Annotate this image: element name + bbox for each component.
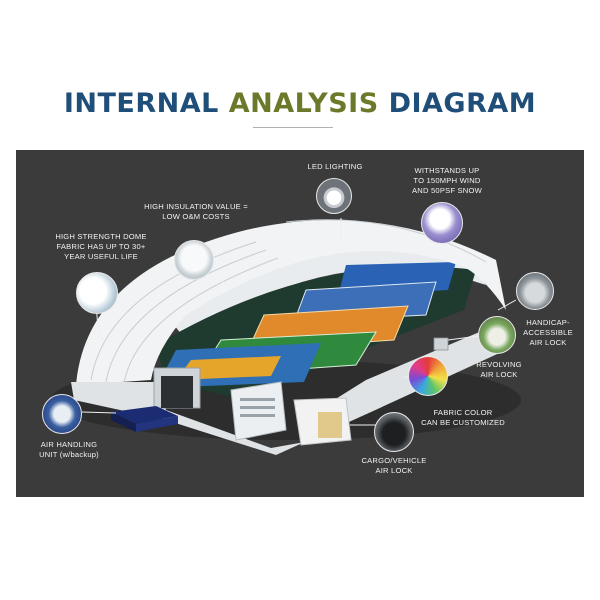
led-light-icon [316, 178, 352, 214]
snow-load-icon [421, 202, 463, 244]
cargo-door [318, 412, 342, 438]
handicap-airlock-icon [516, 272, 554, 310]
air-handling-unit-icon [42, 394, 82, 434]
diagram-panel: LED LIGHTING WITHSTANDS UP TO 150MPH WIN… [16, 150, 584, 497]
page-title: INTERNAL ANALYSIS DIAGRAM [0, 88, 600, 119]
court-basketball-key [176, 356, 281, 380]
dome-fabric-icon [76, 272, 118, 314]
side-building-windows [240, 398, 275, 417]
air-handling-side [111, 412, 136, 432]
callout-wind-snow: WITHSTANDS UP TO 150MPH WIND AND 50PSF S… [412, 166, 482, 195]
revolving-airlock-unit [433, 337, 449, 351]
title-underline [253, 127, 333, 128]
callout-led-lighting: LED LIGHTING [307, 162, 363, 171]
insulation-icon [174, 240, 214, 280]
cargo-door-icon [374, 412, 414, 452]
title-word-analysis: ANALYSIS [228, 88, 379, 119]
revolving-door-icon [478, 316, 516, 354]
title-word-internal: INTERNAL [63, 88, 219, 119]
callout-air-handling: AIR HANDLING UNIT (w/backup) [39, 440, 99, 459]
entrance-opening [161, 376, 193, 408]
side-building [230, 381, 287, 441]
air-handling-top [111, 406, 178, 424]
front-base-wall [71, 325, 506, 455]
callout-cargo: CARGO/VEHICLE AIR LOCK [361, 456, 427, 475]
dome-ribs [90, 219, 487, 384]
callout-dome-fabric: HIGH STRENGTH DOME FABRIC HAS UP TO 30+ … [55, 232, 147, 261]
callout-fabric-color: FABRIC COLOR CAN BE CUSTOMIZED [421, 408, 505, 427]
callout-revolving: REVOLVING AIR LOCK [476, 360, 522, 379]
callout-insulation: HIGH INSULATION VALUE = LOW O&M COSTS [144, 202, 248, 221]
title-word-diagram: DIAGRAM [388, 88, 537, 119]
air-handling-front [136, 416, 178, 432]
fabric-color-icon [408, 356, 448, 396]
callout-handicap: HANDICAP- ACCESSIBLE AIR LOCK [523, 318, 573, 347]
